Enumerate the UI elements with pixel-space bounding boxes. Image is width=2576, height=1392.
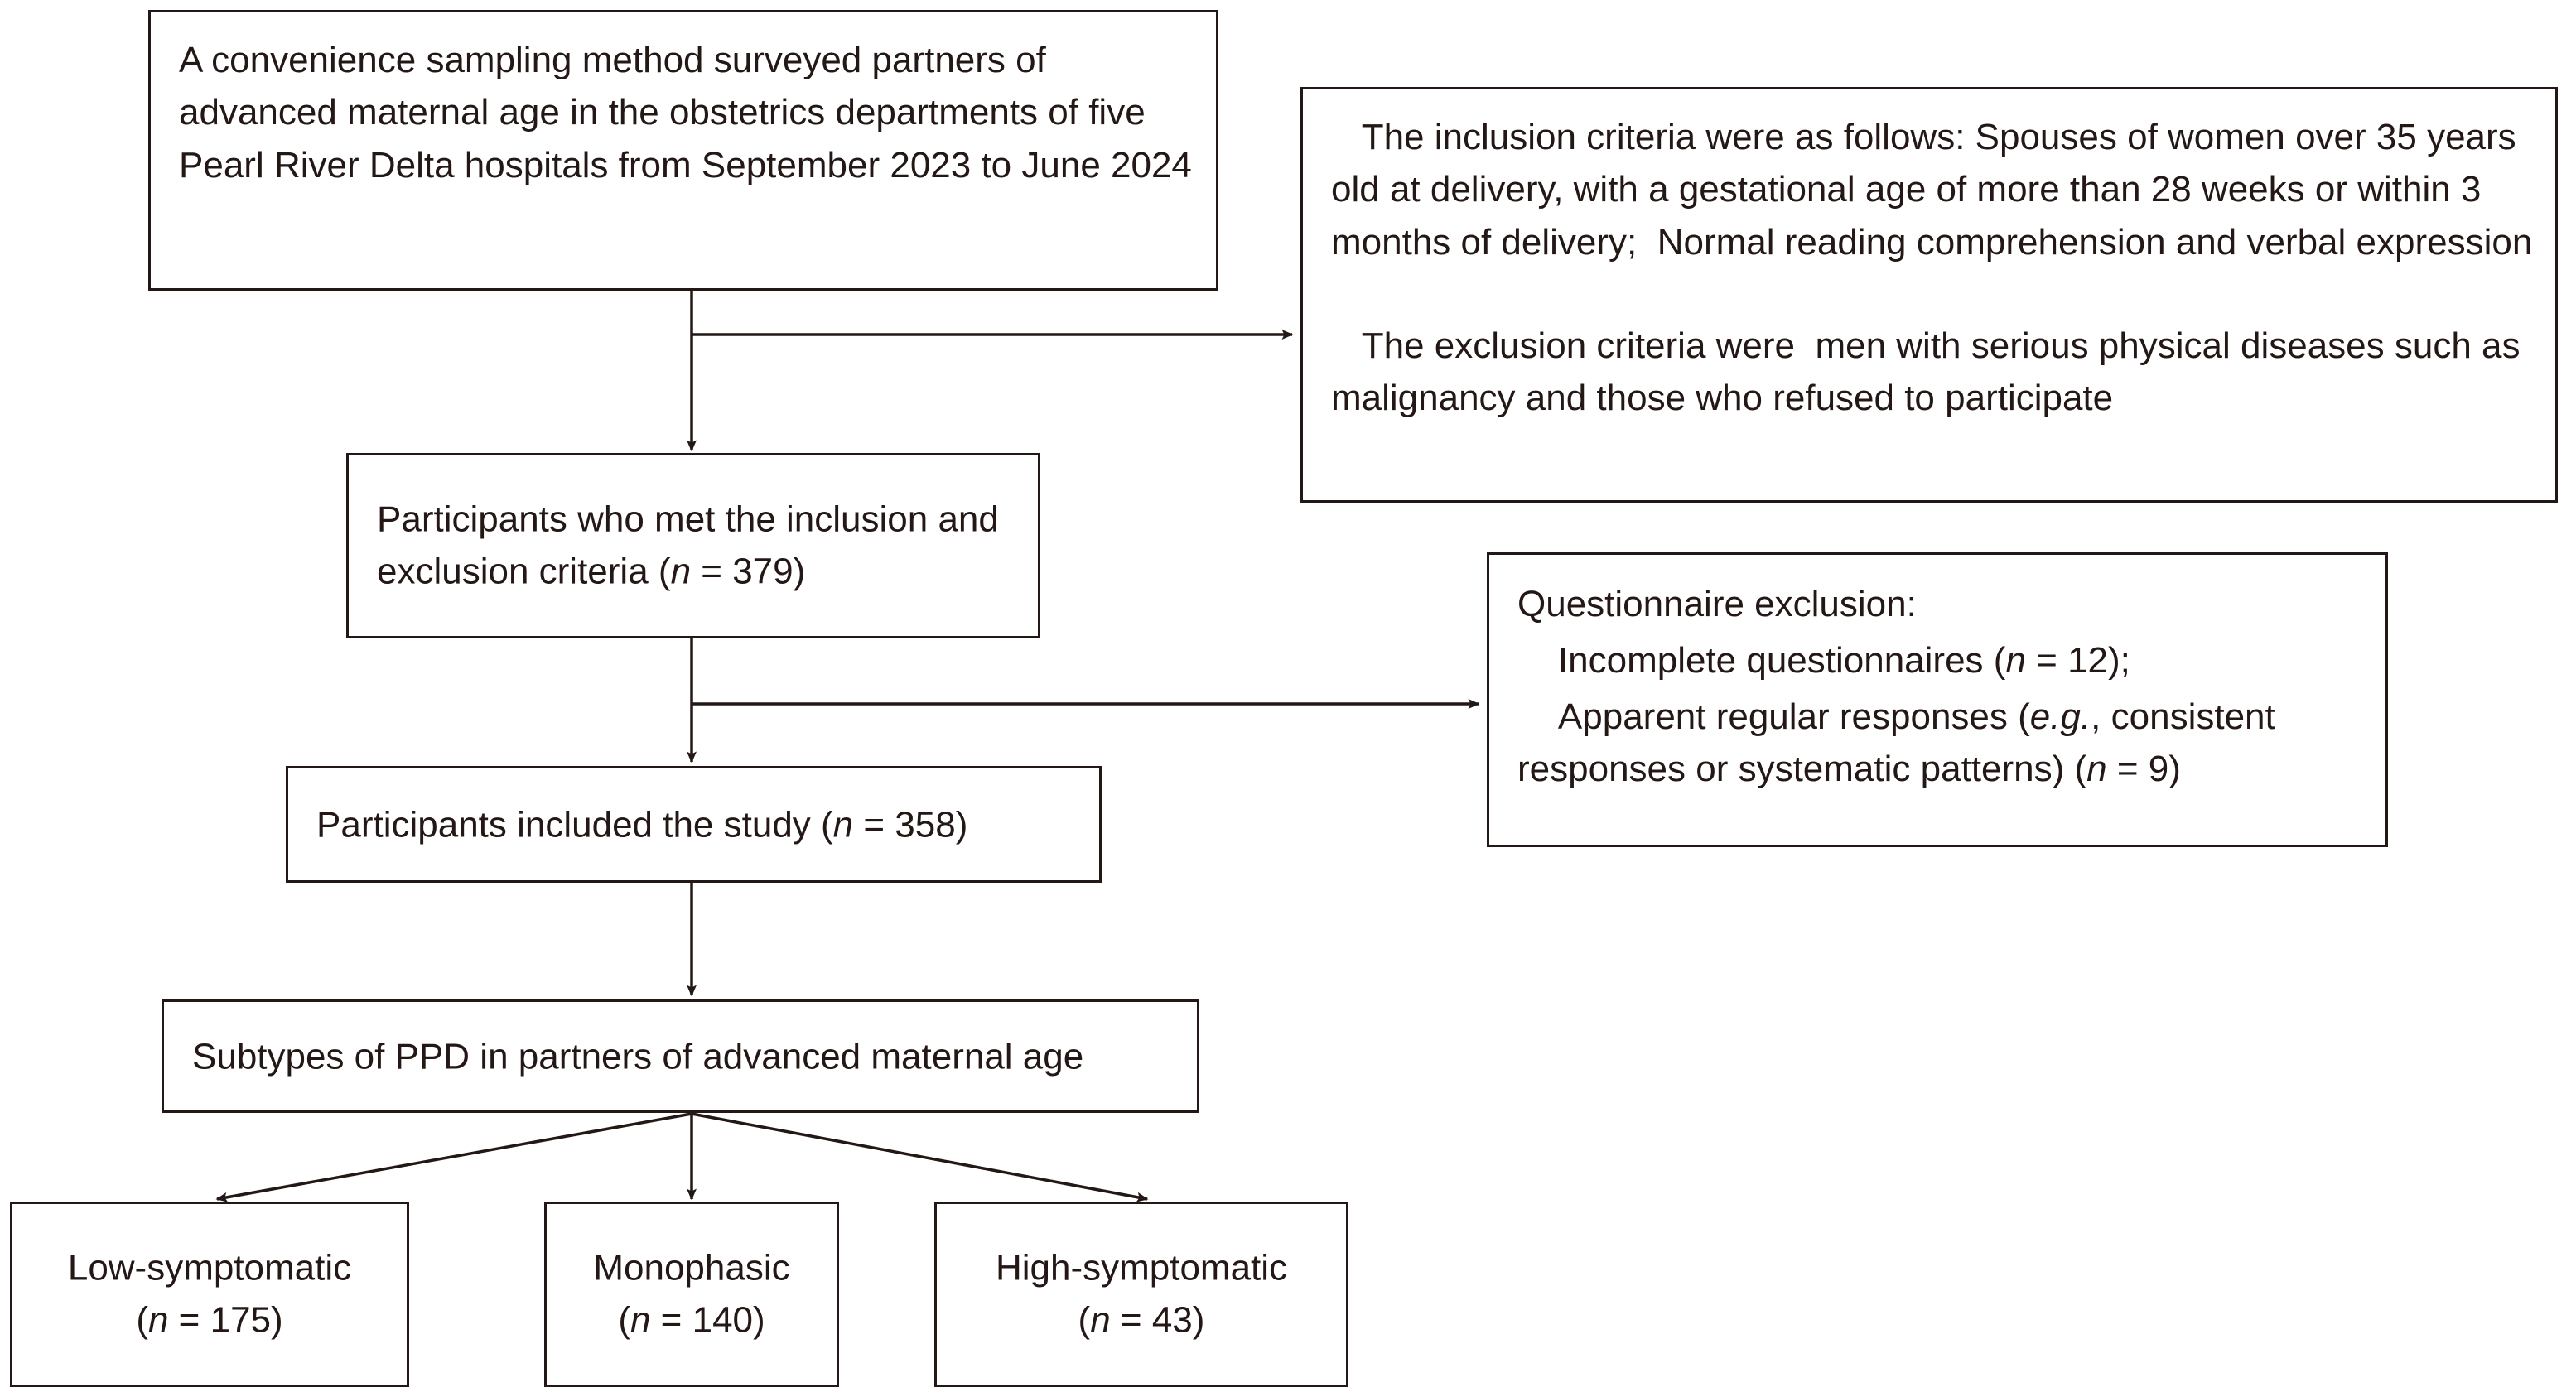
exclusion-item1-suffix: = 12); <box>2025 640 2130 681</box>
low-symptomatic-n-symbol: n <box>147 1300 169 1341</box>
exclusion-item2-mid: , consistent responses or systematic pat… <box>1517 696 2285 790</box>
box-questionnaire-exclusion-item-1: Incomplete questionnaires (n = 12); <box>1489 634 2385 686</box>
high-symptomatic-n-open: ( <box>1078 1300 1091 1341</box>
box-questionnaire-exclusion-item-2: Apparent regular responses (e.g., consis… <box>1489 691 2385 796</box>
high-symptomatic-n-value: = 43) <box>1110 1300 1205 1341</box>
low-symptomatic-label: Low-symptomatic <box>67 1247 352 1288</box>
high-symptomatic-n-symbol: n <box>1090 1300 1111 1341</box>
box-low-symptomatic: Low-symptomatic (n = 175) <box>10 1202 409 1387</box>
met-criteria-n-symbol: n <box>670 552 692 592</box>
box-sampling-method: A convenience sampling method surveyed p… <box>148 10 1218 291</box>
monophasic-n-open: ( <box>618 1300 630 1341</box>
exclusion-item1-n-symbol: n <box>2005 640 2026 681</box>
exclusion-item2-suffix: = 9) <box>2106 749 2181 790</box>
low-symptomatic-n-open: ( <box>136 1300 148 1341</box>
exclusion-item2-prefix: Apparent regular responses ( <box>1517 696 2030 737</box>
met-criteria-suffix: = 379) <box>691 552 806 592</box>
monophasic-n-symbol: n <box>630 1300 651 1341</box>
box-monophasic: Monophasic (n = 140) <box>544 1202 839 1387</box>
box-high-symptomatic: High-symptomatic (n = 43) <box>934 1202 1348 1387</box>
box-participants-included-text: Participants included the study (n = 358… <box>288 798 1099 850</box>
monophasic-label: Monophasic <box>593 1247 790 1288</box>
box-questionnaire-exclusion: Questionnaire exclusion: Incomplete ques… <box>1487 552 2388 847</box>
exclusion-item2-eg: e.g. <box>2029 696 2091 737</box>
box-ppd-subtypes: Subtypes of PPD in partners of advanced … <box>162 999 1199 1113</box>
box-low-symptomatic-text: Low-symptomatic (n = 175) <box>12 1242 407 1347</box>
box-met-criteria-text: Participants who met the inclusion and e… <box>349 494 1038 599</box>
box-monophasic-text: Monophasic (n = 140) <box>547 1242 837 1347</box>
box-criteria-inclusion-text: The inclusion criteria were as follows: … <box>1331 117 2533 263</box>
box-sampling-method-text: A convenience sampling method surveyed p… <box>179 40 1192 185</box>
box-participants-included: Participants included the study (n = 358… <box>286 766 1102 883</box>
exclusion-item2-n-symbol: n <box>2086 749 2107 790</box>
low-symptomatic-n-value: = 175) <box>168 1300 283 1341</box>
monophasic-n-value: = 140) <box>650 1300 765 1341</box>
included-suffix: = 358) <box>853 803 968 845</box>
box-met-criteria: Participants who met the inclusion and e… <box>346 453 1040 638</box>
box-inclusion-exclusion-criteria: The inclusion criteria were as follows: … <box>1300 87 2558 503</box>
connector-subtypes-to-high-symptomatic <box>691 1112 1149 1202</box>
met-criteria-prefix: Participants who met the inclusion and e… <box>377 499 1010 592</box>
exclusion-item1-prefix: Incomplete questionnaires ( <box>1517 640 2006 681</box>
high-symptomatic-label: High-symptomatic <box>995 1247 1288 1288</box>
box-ppd-subtypes-text: Subtypes of PPD in partners of advanced … <box>192 1035 1084 1077</box>
box-questionnaire-exclusion-heading: Questionnaire exclusion: <box>1517 584 1917 624</box>
included-prefix: Participants included the study ( <box>316 803 833 845</box>
connector-subtypes-to-low-symptomatic <box>215 1112 692 1202</box>
box-high-symptomatic-text: High-symptomatic (n = 43) <box>937 1242 1346 1347</box>
box-criteria-exclusion-text: The exclusion criteria were men with ser… <box>1331 325 2530 419</box>
included-n-symbol: n <box>832 803 854 845</box>
